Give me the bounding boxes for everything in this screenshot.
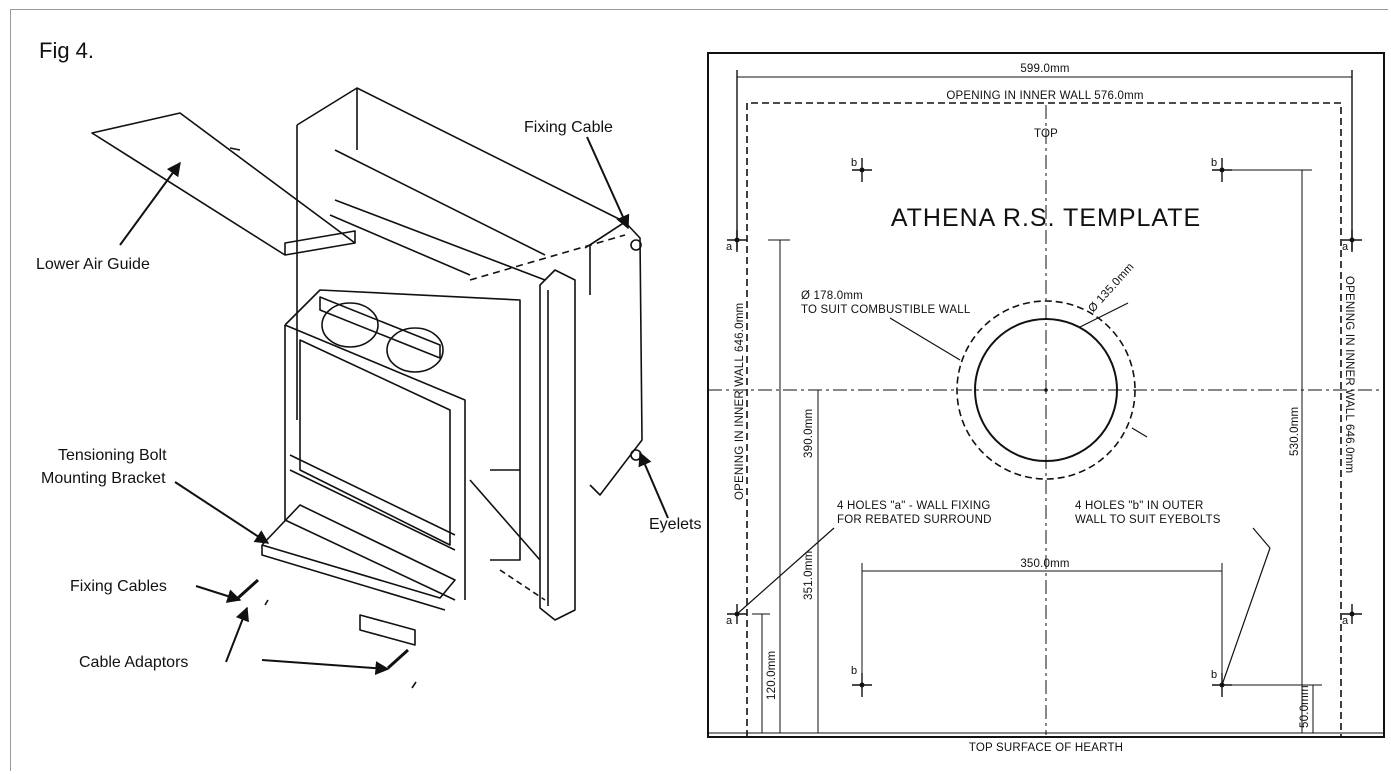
opening-inner-left: OPENING IN INNER WALL 646.0mm: [734, 303, 746, 500]
opening-inner-top: OPENING IN INNER WALL 576.0mm: [946, 90, 1143, 102]
figure-frame: [10, 9, 1388, 771]
dia-178-line2: TO SUIT COMBUSTIBLE WALL: [801, 304, 971, 316]
hole-a-label-1: a: [726, 241, 733, 253]
dia-178-line1: Ø 178.0mm: [801, 290, 863, 302]
dim-350: 350.0mm: [1020, 558, 1069, 570]
dim-390: 390.0mm: [803, 409, 815, 458]
dim-599: 599.0mm: [1020, 63, 1069, 75]
hole-b-label-2: b: [1211, 157, 1217, 169]
assembly-leaders: [119, 136, 669, 676]
holes-b-line2: WALL TO SUIT EYEBOLTS: [1075, 514, 1221, 526]
label-tensioning-bolt-line2: Mounting Bracket: [41, 470, 166, 487]
leader-eyelets: [638, 451, 669, 519]
hole-b-label-1: b: [851, 157, 857, 169]
dim-351: 351.0mm: [803, 551, 815, 600]
leader-lower-air-guide: [119, 161, 181, 246]
hearth-label: TOP SURFACE OF HEARTH: [969, 742, 1123, 754]
template-border: [707, 52, 1385, 738]
stove-assembly-drawing: [91, 87, 643, 689]
holes-a-line2: FOR REBATED SURROUND: [837, 514, 992, 526]
hole-b-label-4: b: [1211, 669, 1217, 681]
label-fixing-cables: Fixing Cables: [70, 578, 167, 595]
opening-inner-right: OPENING IN INNER WALL 646.0mm: [1343, 276, 1355, 473]
top-label: TOP: [1034, 128, 1058, 140]
label-cable-adaptors: Cable Adaptors: [79, 654, 188, 671]
template-title: ATHENA R.S. TEMPLATE: [891, 204, 1201, 232]
dim-530: 530.0mm: [1289, 407, 1301, 456]
leader-cable-adaptor-2: [261, 659, 390, 676]
hole-a-label-3: a: [726, 615, 733, 627]
label-lower-air-guide: Lower Air Guide: [36, 256, 150, 273]
label-tensioning-bolt-line1: Tensioning Bolt: [58, 447, 167, 464]
template-drawing: [707, 52, 1385, 738]
leader-tensioning-bolt: [174, 481, 270, 544]
holes-b-line1: 4 HOLES "b" IN OUTER: [1075, 500, 1203, 512]
figure-title: Fig 4.: [39, 38, 95, 63]
hole-a-label-2: a: [1342, 241, 1349, 253]
dia-135: Ø 135.0mm: [1086, 261, 1136, 315]
holes-a-line1: 4 HOLES "a" - WALL FIXING: [837, 500, 991, 512]
leader-fixing-cables: [195, 585, 242, 603]
dim-120: 120.0mm: [766, 651, 778, 700]
hole-b-crosshairs: [852, 158, 1232, 697]
leader-fixing-cable: [586, 136, 630, 230]
label-eyelets: Eyelets: [649, 516, 701, 533]
dim-50: 50.0mm: [1299, 685, 1311, 728]
leader-cable-adaptor-1: [225, 606, 249, 663]
hole-a-label-4: a: [1342, 615, 1349, 627]
hole-centers: [734, 167, 1355, 688]
label-fixing-cable: Fixing Cable: [524, 119, 613, 136]
hole-b-label-3: b: [851, 665, 857, 677]
